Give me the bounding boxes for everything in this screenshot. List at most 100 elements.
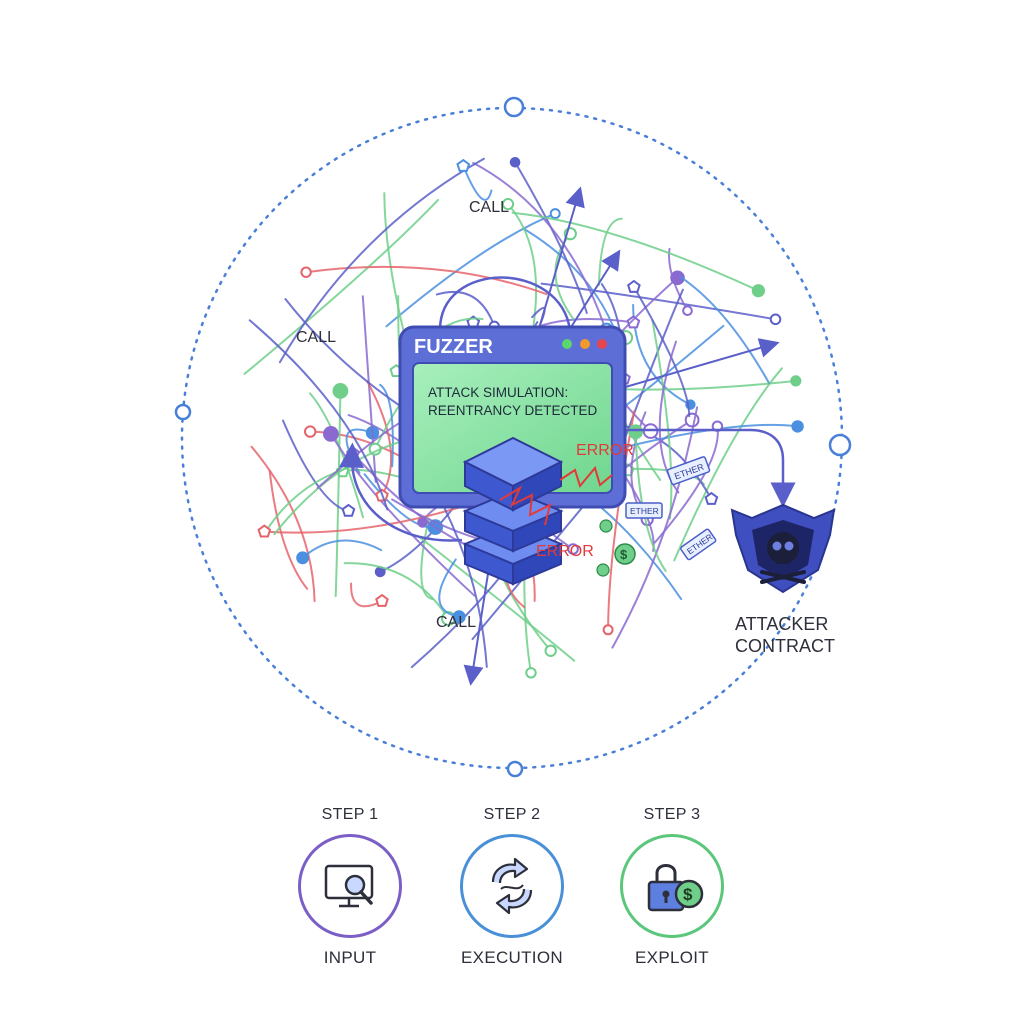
network-link	[511, 211, 760, 292]
network-link	[248, 319, 389, 511]
network-node	[684, 412, 700, 428]
network-node	[751, 284, 766, 298]
loop-arc-left	[339, 442, 463, 542]
network-link	[514, 161, 588, 314]
network-link	[597, 217, 623, 287]
network-link	[278, 157, 485, 364]
network-node	[627, 279, 641, 293]
network-link	[420, 517, 434, 601]
svg-text:ETHER: ETHER	[630, 506, 659, 516]
orbit-node-bottom	[506, 760, 524, 778]
network-node	[341, 503, 356, 517]
orbit-node-top	[503, 96, 525, 118]
orbit-node-left	[174, 403, 192, 421]
network-link	[352, 452, 476, 550]
network-link	[462, 165, 493, 201]
network-node	[769, 313, 782, 326]
ether-tag-1: ETHER	[666, 456, 711, 486]
step-2-ring	[460, 834, 564, 938]
network-link	[385, 212, 557, 328]
fuzzer-window: FUZZER ATTACK SIMULATION: REENTRANCY DET…	[398, 325, 627, 509]
network-link	[679, 275, 770, 384]
network-link	[472, 161, 607, 331]
svg-text:$: $	[620, 547, 628, 562]
lock-dollar-icon: $	[647, 864, 704, 912]
network-link	[379, 383, 394, 468]
network-node	[682, 305, 693, 317]
network-link	[632, 286, 691, 418]
network-link	[540, 282, 777, 321]
network-link	[334, 389, 342, 598]
attacker-label-1: ATTACKER	[735, 614, 828, 634]
step-3-caption: EXPLOIT	[635, 948, 709, 967]
step-1-title: STEP 1	[321, 806, 379, 823]
network-node	[452, 610, 466, 624]
call-label-left: CALL	[296, 329, 336, 346]
window-dot-green	[562, 339, 572, 349]
step-1-ring	[298, 834, 402, 938]
cycle-arrows-icon	[491, 857, 533, 915]
network-link	[651, 319, 673, 520]
svg-text:$: $	[683, 885, 693, 904]
skull-shield-icon	[730, 503, 836, 594]
contract-block-stack	[462, 436, 564, 586]
fuzzer-title: FUZZER	[414, 336, 493, 358]
step-3-ring: $	[620, 834, 724, 938]
network-node	[790, 375, 802, 387]
network-node	[300, 266, 312, 278]
network-node	[670, 270, 685, 286]
network-node	[602, 624, 614, 636]
network-link	[418, 536, 576, 662]
network-node	[456, 158, 471, 172]
orbit-node-right	[828, 433, 852, 457]
dollar-coin-small-icon	[596, 519, 613, 577]
network-link	[435, 290, 496, 328]
step-2-caption: EXECUTION	[461, 948, 563, 967]
error-label-2: ERROR	[536, 543, 594, 560]
network-link	[343, 562, 450, 620]
network-node	[628, 424, 643, 440]
network-node	[501, 198, 515, 211]
network-node	[304, 425, 317, 438]
network-link	[250, 445, 316, 603]
step-2-title: STEP 2	[483, 806, 541, 823]
ether-tag-2: ETHER	[625, 502, 663, 519]
network-link	[607, 410, 636, 631]
monitor-magnifier-icon	[324, 864, 374, 908]
network-node	[544, 644, 557, 657]
network-node	[323, 426, 339, 442]
attack-line-1: ATTACK SIMULATION:	[428, 385, 568, 400]
error-label-1: ERROR	[576, 442, 634, 459]
network-link	[301, 539, 383, 559]
loop-arc-top	[438, 276, 572, 331]
error-zigzag	[499, 485, 552, 526]
dollar-coin-icon: $	[614, 543, 636, 565]
call-label-top: CALL	[469, 199, 509, 216]
network-node	[626, 315, 641, 329]
attack-flow-line	[620, 428, 796, 508]
network-node	[567, 543, 579, 555]
network-node	[509, 157, 521, 168]
network-link	[611, 406, 699, 649]
network-node	[525, 667, 537, 679]
window-dot-red	[597, 339, 607, 349]
network-node	[257, 524, 272, 538]
call-label-bottom: CALL	[436, 614, 476, 631]
step-1-caption: INPUT	[323, 948, 377, 967]
network-node	[375, 593, 389, 607]
network-node	[791, 420, 804, 433]
network-node	[549, 208, 561, 220]
attack-line-2: REENTRANCY DETECTED	[428, 403, 598, 418]
network-link	[305, 265, 548, 296]
attacker-label-2: CONTRACT	[735, 636, 835, 656]
network-node	[296, 551, 310, 565]
window-dot-orange	[580, 339, 590, 349]
network-node	[704, 491, 719, 505]
step-3-title: STEP 3	[643, 806, 701, 823]
network-node	[332, 383, 349, 399]
error-zigzag-2	[559, 465, 613, 489]
network-link	[268, 470, 309, 590]
network-link	[438, 558, 461, 618]
network-link	[243, 198, 440, 375]
